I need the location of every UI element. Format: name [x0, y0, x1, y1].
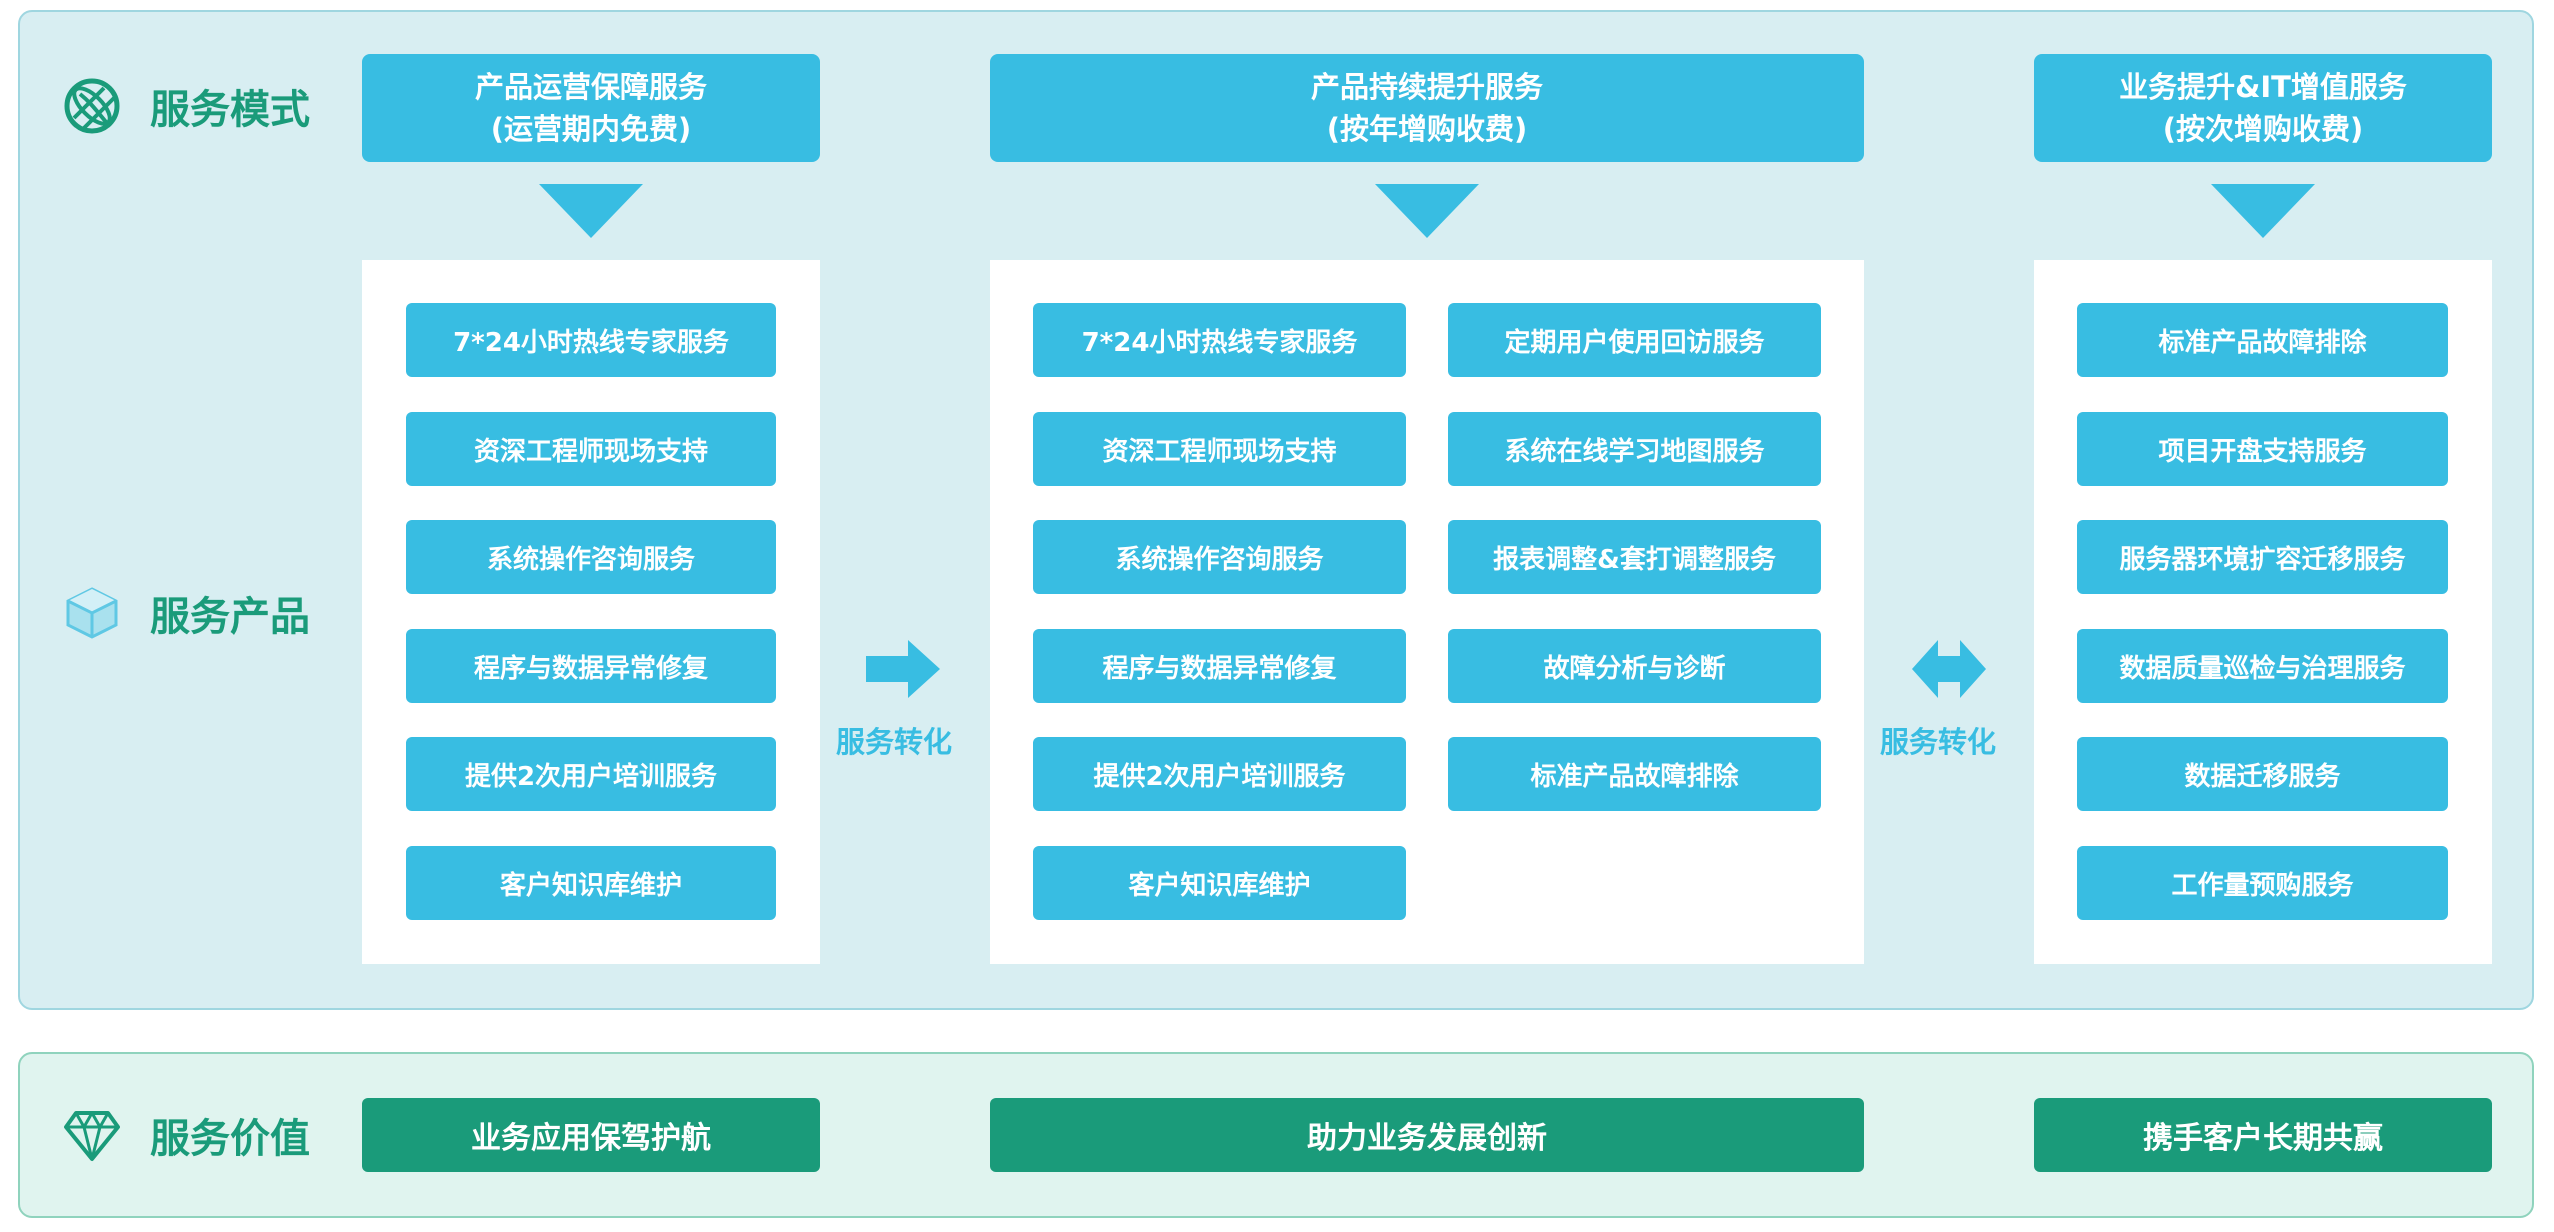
header-subtitle: (运营期内免费) — [490, 112, 692, 146]
down-arrow-icon — [539, 184, 643, 238]
arrow-left-right-icon — [1912, 640, 1986, 698]
service-item: 项目开盘支持服务 — [2077, 412, 2448, 486]
diamond-icon — [64, 1111, 120, 1161]
arrow-right-icon — [866, 640, 940, 698]
service-value-label-group: 服务价值 — [62, 1105, 310, 1165]
service-item: 客户知识库维护 — [1033, 846, 1406, 920]
service-item: 提供2次用户培训服务 — [406, 737, 776, 811]
down-arrow-icon — [1375, 184, 1479, 238]
service-item: 系统操作咨询服务 — [406, 520, 776, 594]
service-item: 标准产品故障排除 — [1448, 737, 1821, 811]
service-item: 程序与数据异常修复 — [1033, 629, 1406, 703]
service-mode-label-group: 服务模式 — [62, 76, 310, 136]
header-subtitle: (按次增购收费) — [2162, 112, 2364, 146]
header-subtitle: (按年增购收费) — [1326, 112, 1528, 146]
globe-icon — [64, 78, 120, 134]
header-title: 产品持续提升服务 — [1310, 70, 1543, 104]
value-item: 携手客户长期共赢 — [2034, 1098, 2492, 1172]
service-item: 定期用户使用回访服务 — [1448, 303, 1821, 377]
header-continuous-improvement: 产品持续提升服务 (按年增购收费) — [990, 54, 1864, 162]
service-item: 程序与数据异常修复 — [406, 629, 776, 703]
service-item: 7*24小时热线专家服务 — [1033, 303, 1406, 377]
service-item: 系统在线学习地图服务 — [1448, 412, 1821, 486]
service-product-label: 服务产品 — [150, 594, 310, 640]
service-product-label-group: 服务产品 — [62, 583, 310, 643]
service-mode-label: 服务模式 — [150, 87, 310, 133]
service-item: 故障分析与诊断 — [1448, 629, 1821, 703]
service-item: 数据质量巡检与治理服务 — [2077, 629, 2448, 703]
service-item: 标准产品故障排除 — [2077, 303, 2448, 377]
header-value-added: 业务提升&IT增值服务 (按次增购收费) — [2034, 54, 2492, 162]
service-item: 服务器环境扩容迁移服务 — [2077, 520, 2448, 594]
header-title: 产品运营保障服务 — [474, 70, 707, 104]
header-operation-guarantee: 产品运营保障服务 (运营期内免费) — [362, 54, 820, 162]
service-item: 报表调整&套打调整服务 — [1448, 520, 1821, 594]
down-arrow-icon — [2211, 184, 2315, 238]
service-item: 7*24小时热线专家服务 — [406, 303, 776, 377]
service-item: 数据迁移服务 — [2077, 737, 2448, 811]
service-value-label: 服务价值 — [150, 1116, 310, 1162]
cube-icon — [66, 587, 118, 639]
conversion-label: 服务转化 — [1880, 725, 1997, 759]
service-item: 资深工程师现场支持 — [1033, 412, 1406, 486]
header-title: 业务提升&IT增值服务 — [2119, 70, 2407, 104]
value-item: 业务应用保驾护航 — [362, 1098, 820, 1172]
service-item: 系统操作咨询服务 — [1033, 520, 1406, 594]
conversion-label: 服务转化 — [836, 725, 953, 759]
service-item: 提供2次用户培训服务 — [1033, 737, 1406, 811]
service-item: 工作量预购服务 — [2077, 846, 2448, 920]
service-item: 资深工程师现场支持 — [406, 412, 776, 486]
value-item: 助力业务发展创新 — [990, 1098, 1864, 1172]
service-item: 客户知识库维护 — [406, 846, 776, 920]
